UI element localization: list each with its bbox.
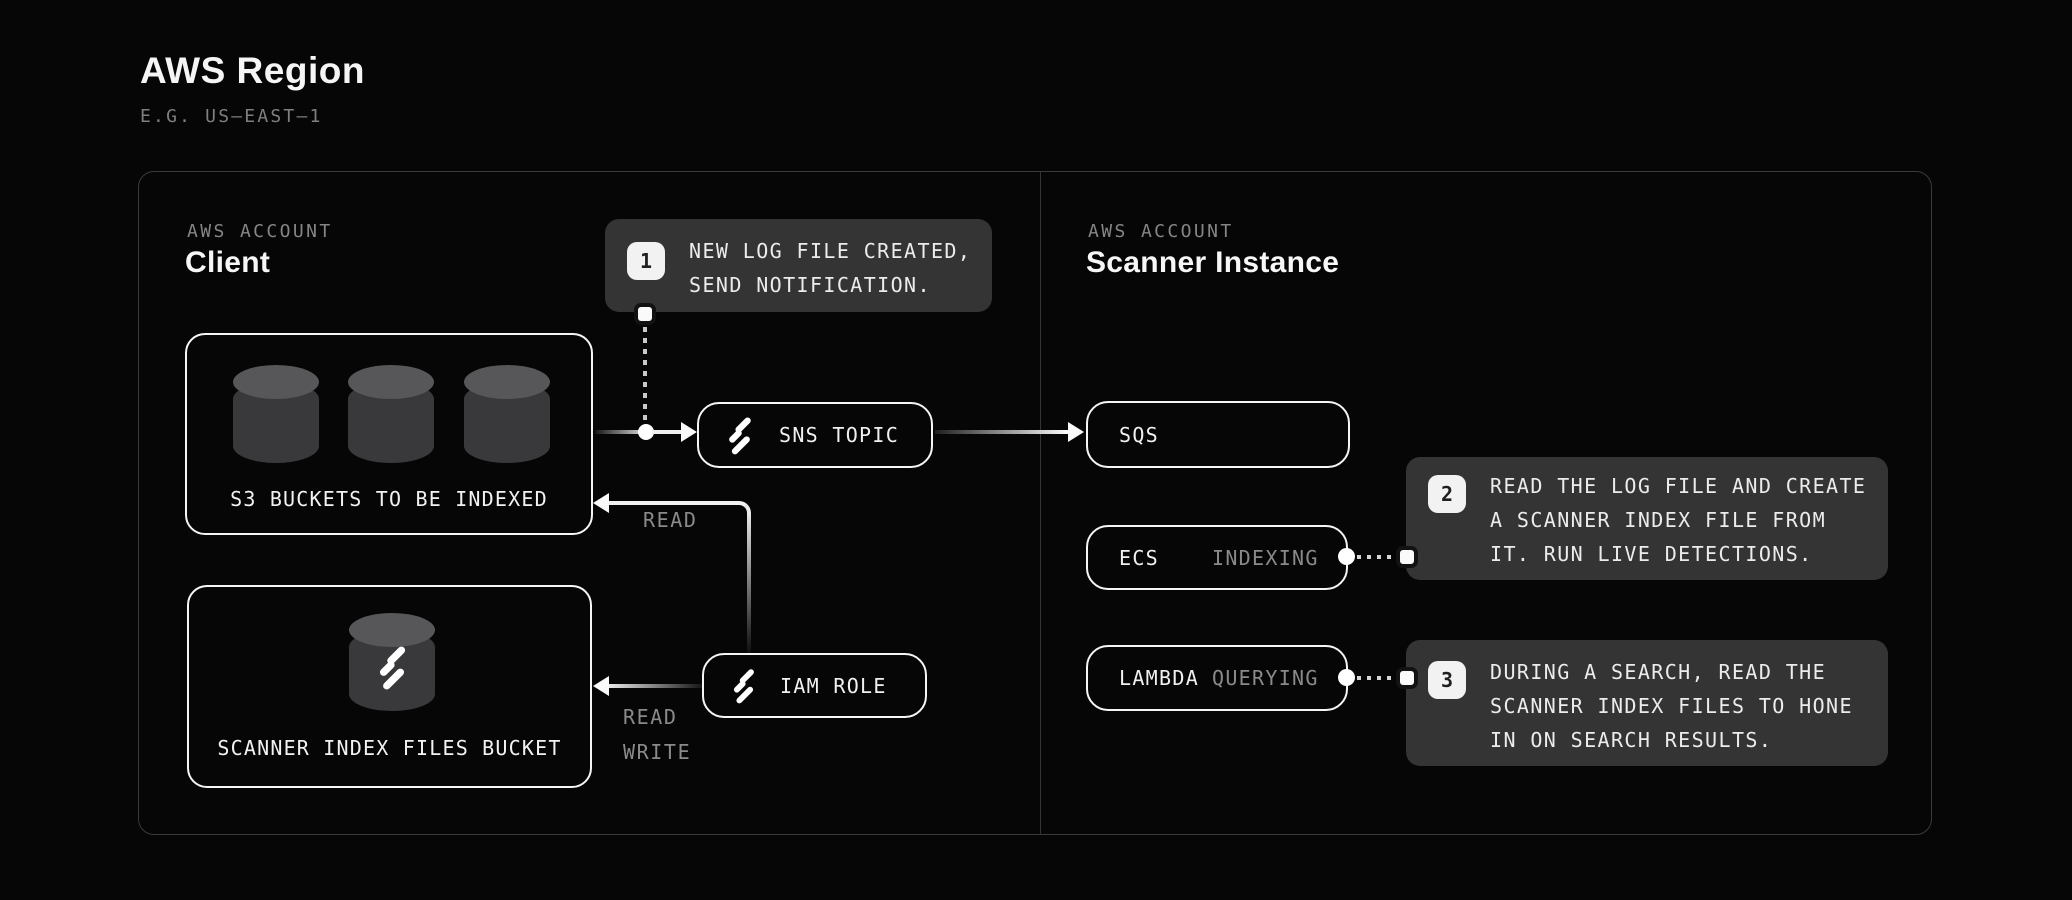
sns-topic-label: SNS TOPIC bbox=[779, 423, 900, 447]
arrowhead-into-scanner-bucket bbox=[593, 676, 609, 696]
note-2-line-3: IT. RUN LIVE DETECTIONS. bbox=[1490, 542, 1813, 566]
lambda-mode-label: QUERYING bbox=[1212, 666, 1319, 690]
scanner-index-bucket-icon bbox=[349, 613, 435, 713]
note-1-line-2: SEND NOTIFICATION. bbox=[689, 273, 931, 297]
note-during-search: 3 DURING A SEARCH, READ THE SCANNER INDE… bbox=[1406, 640, 1888, 766]
ecs-connector-dot bbox=[1338, 548, 1355, 565]
scanner-account-name: Scanner Instance bbox=[1086, 246, 1340, 279]
s3-bucket-icon bbox=[348, 365, 434, 463]
edge-label-read-write-2: WRITE bbox=[623, 740, 692, 764]
client-account-kicker: AWS ACCOUNT bbox=[187, 221, 333, 242]
edge-iam-to-s3-corner bbox=[735, 501, 751, 517]
s3-cylinder-row bbox=[187, 365, 591, 465]
iam-role-node: IAM ROLE bbox=[702, 653, 927, 718]
page-title: AWS Region bbox=[140, 50, 365, 91]
ecs-dotted-line bbox=[1357, 555, 1396, 559]
edge-junction-to-sns bbox=[652, 430, 682, 434]
scanner-logo-icon bbox=[726, 415, 753, 455]
arrowhead-into-s3 bbox=[593, 493, 609, 513]
scanner-index-bucket-node: SCANNER INDEX FILES BUCKET bbox=[187, 585, 592, 788]
s3-buckets-label: S3 BUCKETS TO BE INDEXED bbox=[230, 487, 548, 511]
edge-label-read: READ bbox=[643, 508, 698, 532]
note-1-badge: 1 bbox=[627, 242, 665, 280]
edge-iam-to-s3-horizontal bbox=[609, 501, 737, 505]
arrowhead-into-sns bbox=[681, 422, 697, 442]
note-1-dotted-line bbox=[643, 327, 647, 424]
note-3-connector-plug bbox=[1396, 667, 1418, 689]
s3-buckets-node: S3 BUCKETS TO BE INDEXED bbox=[185, 333, 593, 535]
edge-sns-to-sqs bbox=[935, 430, 1069, 434]
region-panel bbox=[138, 171, 1932, 835]
note-1-line-1: NEW LOG FILE CREATED, bbox=[689, 239, 972, 263]
note-2-line-2: A SCANNER INDEX FILE FROM bbox=[1490, 508, 1827, 532]
note-3-line-3: IN ON SEARCH RESULTS. bbox=[1490, 728, 1773, 752]
iam-role-label: IAM ROLE bbox=[780, 673, 887, 698]
ecs-mode-label: INDEXING bbox=[1212, 545, 1319, 570]
scanner-account-kicker: AWS ACCOUNT bbox=[1088, 221, 1234, 242]
page-subtitle: E.G. US–EAST–1 bbox=[140, 106, 323, 127]
lambda-connector-dot bbox=[1338, 669, 1355, 686]
lambda-label: LAMBDA bbox=[1119, 666, 1200, 690]
note-2-text: READ THE LOG FILE AND CREATE A SCANNER I… bbox=[1490, 469, 1866, 571]
scanner-logo-icon bbox=[731, 667, 756, 704]
arrowhead-into-sqs bbox=[1068, 422, 1084, 442]
note-3-line-2: SCANNER INDEX FILES TO HONE bbox=[1490, 694, 1853, 718]
lambda-dotted-line bbox=[1357, 676, 1396, 680]
s3-bucket-icon bbox=[233, 365, 319, 463]
edge-s3-to-junction bbox=[595, 430, 644, 434]
note-read-log-file: 2 READ THE LOG FILE AND CREATE A SCANNER… bbox=[1406, 457, 1888, 580]
sns-topic-node: SNS TOPIC bbox=[697, 402, 933, 468]
sqs-node: SQS bbox=[1086, 401, 1350, 468]
edge-label-read-write-1: READ bbox=[623, 705, 678, 729]
sqs-label: SQS bbox=[1119, 422, 1160, 447]
lambda-node: LAMBDA QUERYING bbox=[1086, 645, 1348, 711]
note-2-line-1: READ THE LOG FILE AND CREATE bbox=[1490, 474, 1867, 498]
note-new-log-file: 1 NEW LOG FILE CREATED, SEND NOTIFICATIO… bbox=[605, 219, 992, 312]
junction-dot bbox=[638, 424, 654, 440]
edge-iam-to-s3-vertical bbox=[747, 515, 751, 653]
ecs-node: ECS INDEXING bbox=[1086, 525, 1348, 590]
account-divider bbox=[1040, 172, 1041, 834]
ecs-label: ECS bbox=[1119, 545, 1160, 570]
note-1-connector-plug bbox=[634, 303, 656, 325]
note-3-text: DURING A SEARCH, READ THE SCANNER INDEX … bbox=[1490, 655, 1853, 757]
note-2-badge: 2 bbox=[1428, 475, 1466, 513]
note-3-badge: 3 bbox=[1428, 661, 1466, 699]
scanner-index-bucket-label: SCANNER INDEX FILES BUCKET bbox=[217, 736, 562, 760]
s3-bucket-icon bbox=[464, 365, 550, 463]
scanner-logo-icon bbox=[376, 644, 408, 694]
note-3-line-1: DURING A SEARCH, READ THE bbox=[1490, 660, 1827, 684]
edge-iam-to-bucket bbox=[609, 684, 702, 688]
note-1-text: NEW LOG FILE CREATED, SEND NOTIFICATION. bbox=[689, 234, 971, 302]
note-2-connector-plug bbox=[1396, 546, 1418, 568]
client-account-name: Client bbox=[185, 246, 271, 279]
